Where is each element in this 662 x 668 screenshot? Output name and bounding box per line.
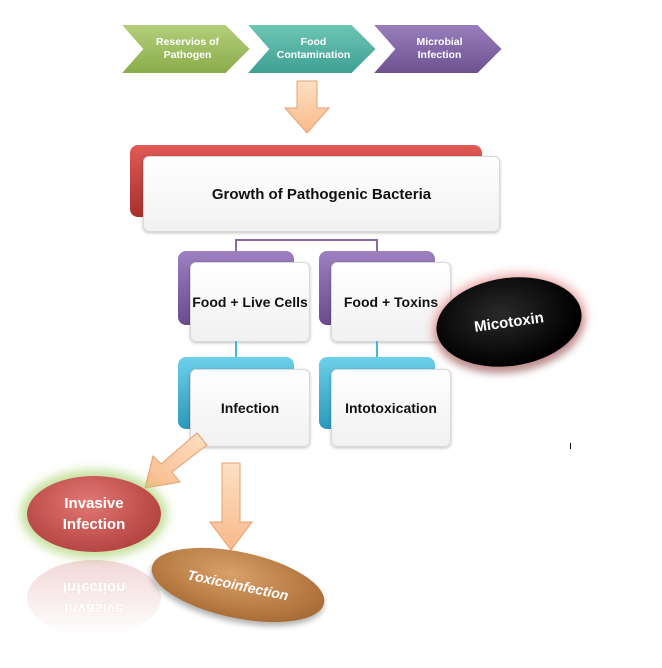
chevron-shape-icon xyxy=(244,23,379,75)
connector-line xyxy=(376,239,378,253)
process-step-label: Reservios of Pathogen xyxy=(155,36,220,61)
process-step-label: Food Contamination xyxy=(276,36,351,61)
down-arrow-icon xyxy=(284,80,330,134)
invasive-infection-reflection: Invasive Infection xyxy=(27,560,161,636)
branch-node-live-cells: Food + Live Cells xyxy=(178,251,310,343)
process-step-reservoirs: Reservios of Pathogen xyxy=(118,22,253,76)
invasive-infection-callout: Invasive Infection xyxy=(27,476,161,552)
connector-line xyxy=(235,239,378,241)
down-arrow-icon xyxy=(209,462,253,551)
connector-line xyxy=(235,341,237,359)
branch-node-toxins: Food + Toxins xyxy=(319,251,451,343)
invasive-infection-label: Invasive Infection xyxy=(62,495,126,533)
leaf-node-infection: Infection xyxy=(178,357,310,447)
root-node-label: Growth of Pathogenic Bacteria xyxy=(143,156,500,232)
chevron-shape-icon xyxy=(118,23,253,75)
micotoxin-label: Micotoxin xyxy=(473,308,545,336)
connector-line xyxy=(235,239,237,253)
toxicoinfection-label: Toxicoinfection xyxy=(185,566,291,604)
down-left-arrow-icon xyxy=(144,432,208,489)
branch-node-label: Food + Toxins xyxy=(331,262,451,342)
process-step-food-contamination: Food Contamination xyxy=(244,22,379,76)
connector-line xyxy=(376,341,378,359)
leaf-node-label: Infection xyxy=(190,369,310,447)
invasive-infection-reflection-label: Invasive Infection xyxy=(62,579,126,617)
leaf-node-label: Intotoxication xyxy=(331,369,451,447)
chevron-shape-icon xyxy=(370,23,505,75)
micotoxin-callout: Micotoxin xyxy=(430,268,588,376)
process-step-microbial-infection: Microbial Infection xyxy=(370,22,505,76)
cursor-mark xyxy=(570,443,571,449)
process-step-label: Microbial Infection xyxy=(416,36,463,61)
root-node: Growth of Pathogenic Bacteria xyxy=(130,145,500,235)
branch-node-label: Food + Live Cells xyxy=(190,262,310,342)
leaf-node-intotoxication: Intotoxication xyxy=(319,357,451,447)
